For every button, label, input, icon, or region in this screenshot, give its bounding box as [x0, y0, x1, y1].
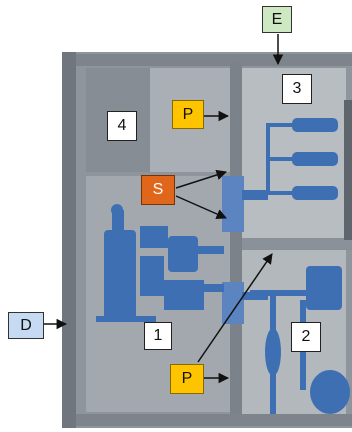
label-compartment-3: 3: [282, 74, 312, 104]
horizontal-partition: [242, 238, 352, 250]
vertical-partition: [230, 62, 242, 414]
arrow-s-upper: [175, 169, 228, 189]
arrow-p-diagonal: [197, 253, 273, 363]
busbar-insulators: [266, 118, 338, 200]
arrow-s-lower: [175, 195, 227, 219]
label-p-top: P: [172, 100, 204, 129]
cabinet-left-wall: [62, 52, 76, 428]
label-p-bottom: P: [170, 364, 204, 394]
label-compartment-4: 4: [107, 111, 137, 141]
right-edge-strip: [344, 100, 352, 240]
circuit-breaker-truck: [96, 204, 224, 322]
label-compartment-2: 2: [291, 322, 321, 352]
label-d: D: [8, 312, 44, 339]
label-compartment-1: 1: [144, 322, 172, 350]
cabinet-top-rail: [76, 54, 352, 66]
label-e: E: [262, 6, 292, 33]
label-s: S: [141, 175, 175, 205]
cabinet-bottom-rail: [76, 414, 352, 426]
